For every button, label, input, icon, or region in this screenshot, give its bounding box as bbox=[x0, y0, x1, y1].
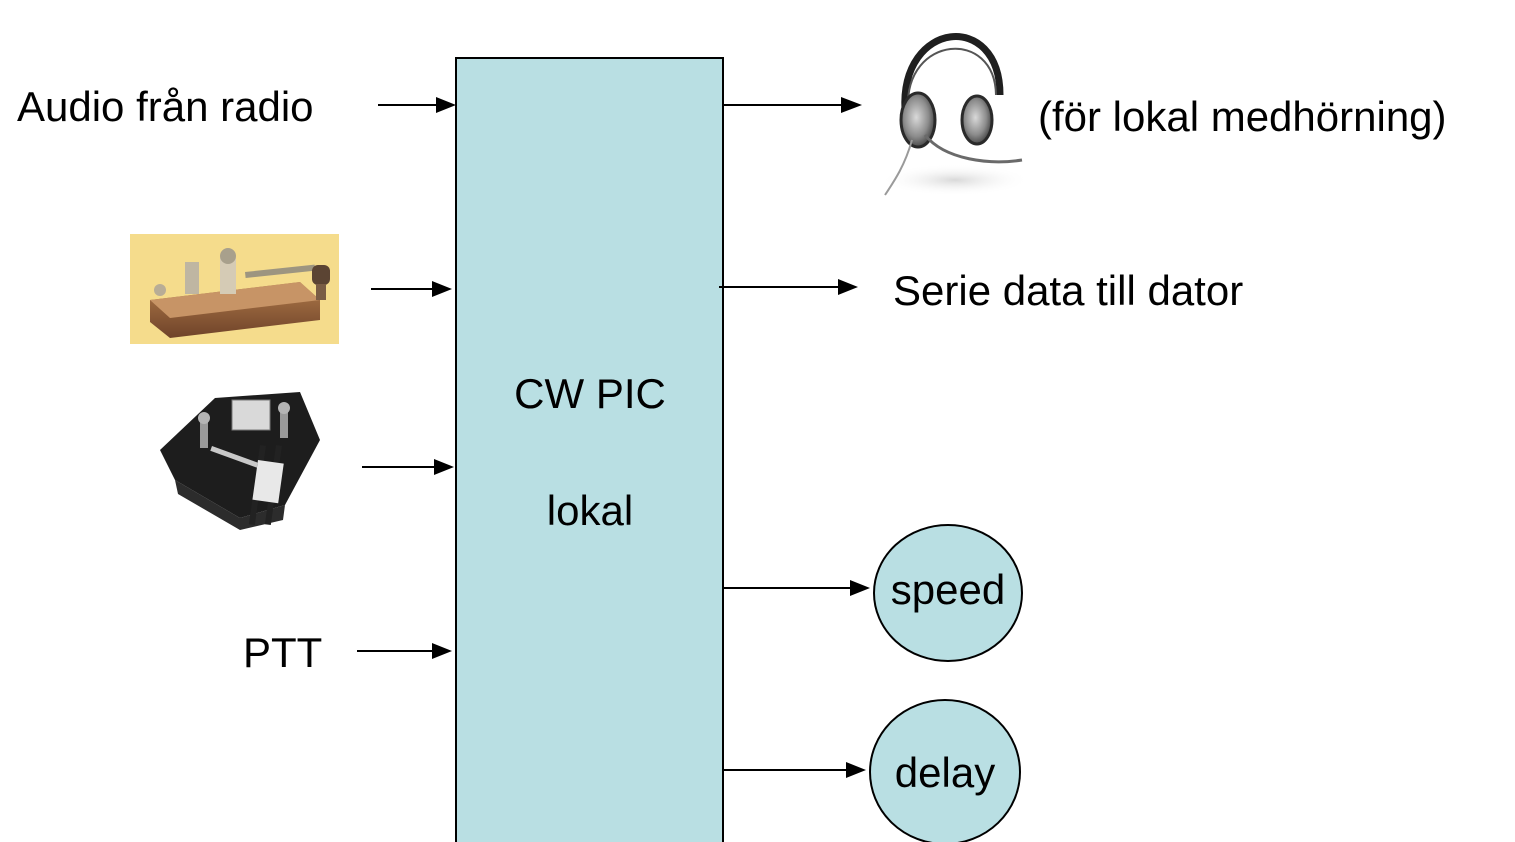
audio-input-arrow bbox=[378, 97, 456, 113]
delay-label: delay bbox=[894, 749, 996, 796]
headset-icon bbox=[880, 33, 1030, 196]
ptt-input-arrow bbox=[357, 643, 452, 659]
headset-output-arrow bbox=[723, 97, 862, 113]
speed-label: speed bbox=[890, 566, 1006, 613]
audio-input-label: Audio från radio bbox=[17, 83, 314, 130]
serial-output-arrow bbox=[719, 279, 858, 295]
delay-circle bbox=[869, 699, 1021, 842]
straight-key-image bbox=[130, 234, 339, 344]
cw-pic-block bbox=[455, 57, 724, 842]
speed-output-arrow bbox=[723, 580, 870, 596]
straight-key-input-arrow bbox=[371, 281, 452, 297]
delay-output-arrow bbox=[723, 762, 866, 778]
paddle-key-input-arrow bbox=[362, 459, 454, 475]
headset-note-label: (för lokal medhörning) bbox=[1038, 93, 1447, 140]
serial-output-label: Serie data till dator bbox=[893, 267, 1244, 314]
block-title-line1: CW PIC bbox=[514, 370, 666, 417]
ptt-input-label: PTT bbox=[243, 629, 323, 676]
paddle-key-image bbox=[160, 392, 320, 530]
block-title-line2: lokal bbox=[546, 487, 634, 534]
speed-circle bbox=[873, 524, 1023, 662]
